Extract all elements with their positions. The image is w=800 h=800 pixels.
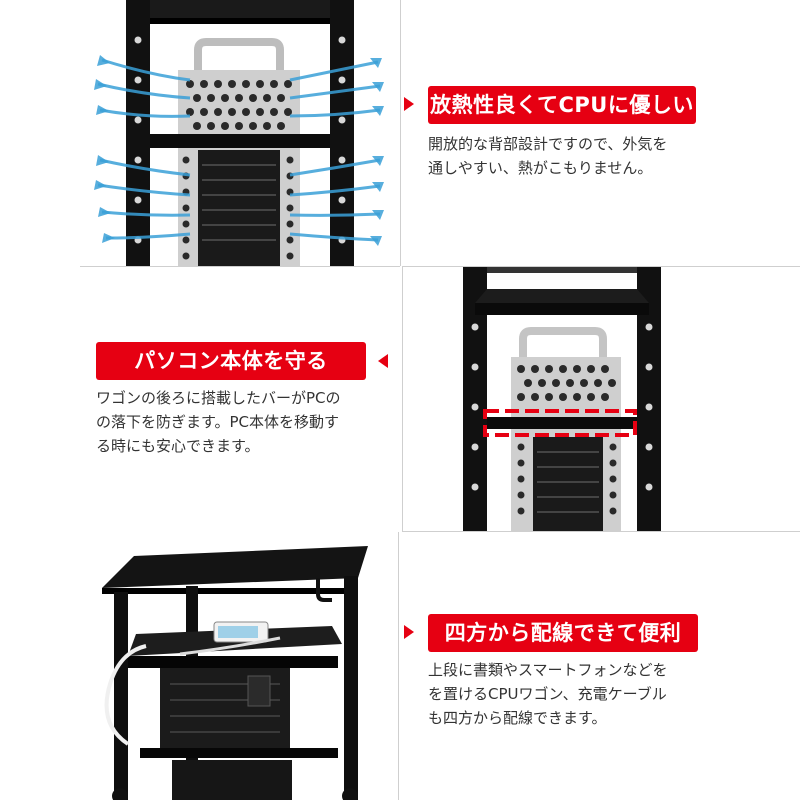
section1-title-badge: 放熱性良くてCPUに優しい [428, 86, 696, 124]
divider-bottom [398, 532, 399, 800]
arrow-left-icon [378, 354, 388, 368]
section1-line-2: 通しやすい、熱がこもりません。 [428, 159, 653, 177]
section2-title-badge: パソコン本体を守る [96, 342, 366, 380]
section3-description: 上段に書類やスマートフォンなどを を置けるCPUワゴン、充電ケーブル も四方から… [428, 658, 668, 730]
photo-cart-wiring [80, 534, 398, 800]
section3-line-1: 上段に書類やスマートフォンなどを [428, 661, 668, 679]
section3-title-badge: 四方から配線できて便利 [428, 614, 698, 652]
section1-description: 開放的な背部設計ですので、外気を 通しやすい、熱がこもりません。 [428, 132, 667, 180]
photo-airflow [80, 0, 400, 266]
section2-line-2: の落下を防ぎます。PC本体を移動す [96, 413, 340, 431]
section2-description: ワゴンの後ろに搭載したバーがPCの の落下を防ぎます。PC本体を移動す る時にも… [96, 386, 341, 458]
photo-safety-bar [403, 267, 799, 531]
section2-line-1: ワゴンの後ろに搭載したバーがPCの [96, 389, 341, 407]
section1-line-1: 開放的な背部設計ですので、外気を [428, 135, 668, 153]
divider-top [80, 266, 400, 267]
divider-mid-v [400, 0, 401, 266]
arrow-right-icon [404, 97, 414, 111]
arrow-right-icon [404, 625, 414, 639]
section2-line-3: る時にも安心できます。 [96, 437, 260, 455]
divider-photo2-frame [402, 266, 800, 532]
section3-line-2: を置けるCPUワゴン、充電ケーブル [428, 685, 667, 703]
section3-line-3: も四方から配線できます。 [428, 709, 607, 727]
